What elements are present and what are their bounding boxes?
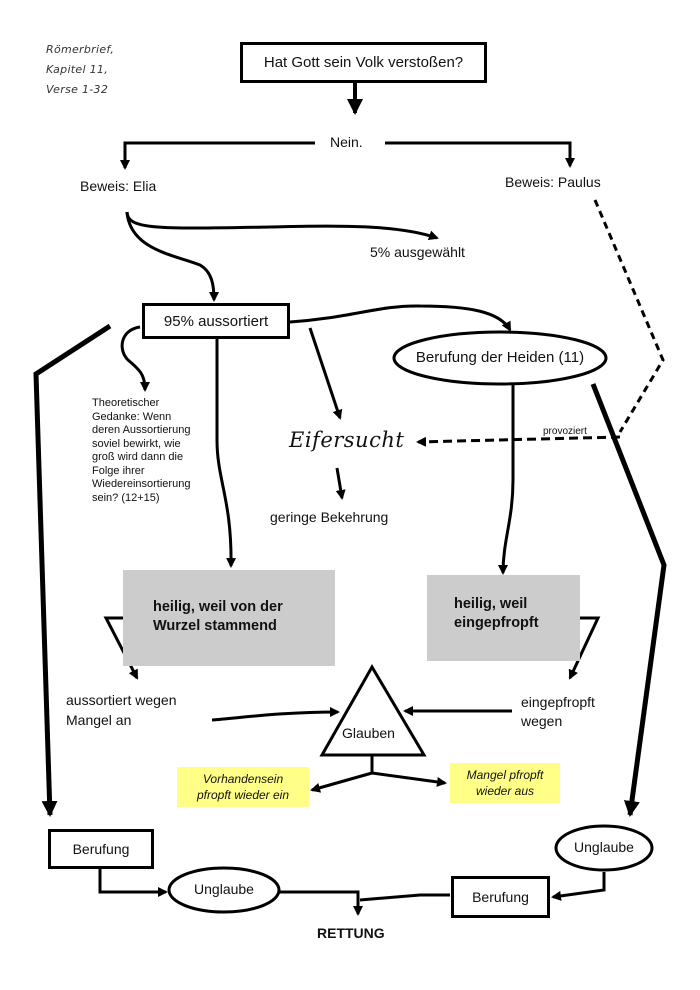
presence-grafts-line: pfropft wieder ein xyxy=(196,788,290,802)
calling-gentiles-ellipse xyxy=(392,330,608,386)
arrow-lack-to-faith xyxy=(211,707,340,722)
selected-label: 5% ausgewählt xyxy=(370,244,465,260)
sorted-out-because: aussortiert wegen Mangel an xyxy=(66,690,177,730)
lack-removes-line: wieder aus xyxy=(475,784,535,798)
grafted-because-line: wegen xyxy=(521,713,563,729)
holy-grafted-line: eingepfropft xyxy=(454,615,539,631)
theory-line: Theoretischer xyxy=(92,397,160,409)
theory-line: deren Aussortierung xyxy=(92,424,191,436)
calling-left-text: Berufung xyxy=(72,841,130,857)
holy-root-box: heilig, weil von der Wurzel stammend xyxy=(123,570,335,666)
presence-grafts-note: Vorhandensein pfropft wieder ein xyxy=(177,767,309,807)
source-note-line3: Verse 1-32 xyxy=(46,83,109,96)
grafted-because-line: eingepfropft xyxy=(521,694,595,710)
arrow-faith-to-lack xyxy=(371,771,447,787)
question-box: Hat Gott sein Volk verstoßen? xyxy=(240,42,487,83)
lack-removes-note: Mangel pfropft wieder aus xyxy=(450,763,560,803)
theory-line: Folge ihrer xyxy=(92,464,145,477)
arrow-sorted-to-theory xyxy=(120,325,150,392)
arrow-sorted-to-gentiles xyxy=(289,304,512,332)
question-text: Hat Gott sein Volk verstoßen? xyxy=(263,54,464,71)
arrow-calling-right-to-salvation xyxy=(359,893,450,902)
unbelief-right-label: Unglaube xyxy=(574,839,634,855)
branch-to-elia xyxy=(120,141,315,170)
proof-elia-label: Beweis: Elia xyxy=(80,178,157,194)
arrow-sorted-to-holy-root xyxy=(215,336,237,568)
theory-line: groß wird dann die xyxy=(92,451,184,463)
theory-line: Wiedereinsortierung xyxy=(92,478,191,490)
theory-line: sein? (12+15) xyxy=(92,491,160,504)
arrow-elia-to-sorted-out xyxy=(125,211,219,302)
lack-removes-line: Mangel pfropft xyxy=(466,768,544,782)
proof-paulus-label: Beweis: Paulus xyxy=(505,174,601,190)
holy-grafted-line: heilig, weil xyxy=(454,596,528,612)
arrow-sorted-to-jealousy xyxy=(308,327,343,420)
unbelief-left-label: Unglaube xyxy=(194,881,254,897)
sorted-out-box: 95% aussortiert xyxy=(142,303,290,339)
sorted-out-because-line: Mangel an xyxy=(66,712,132,728)
answer-label: Nein. xyxy=(330,134,363,150)
salvation-label: RETTUNG xyxy=(317,925,385,941)
dashed-paulus-to-jealousy xyxy=(593,199,665,433)
theoretical-thought: Theoretischer Gedanke: Wenn deren Aussor… xyxy=(92,397,190,505)
source-note-line2: Kapitel 11, xyxy=(46,63,109,76)
holy-root-line: Wurzel stammend xyxy=(153,618,277,634)
little-conversion-label: geringe Bekehrung xyxy=(270,509,389,525)
presence-grafts-line: Vorhandensein xyxy=(202,772,284,786)
arrow-unbelief-right-to-calling xyxy=(551,872,606,901)
faith-label: Glauben xyxy=(342,725,395,741)
theory-line: Gedanke: Wenn xyxy=(92,410,172,423)
calling-left-box: Berufung xyxy=(48,829,154,869)
arrow-gentiles-to-holy-grafted xyxy=(498,384,515,575)
calling-gentiles-label: Berufung der Heiden (11) xyxy=(415,349,585,366)
arrow-calling-left-to-unbelief xyxy=(98,866,168,897)
heavy-arrow-to-calling-left xyxy=(33,323,112,817)
heavy-arrow-to-unbelief-right xyxy=(590,383,667,817)
arrow-faith-to-presence xyxy=(310,771,373,793)
calling-right-text: Berufung xyxy=(472,889,529,905)
holy-grafted-box: heilig, weil eingepfropft xyxy=(427,575,580,661)
arrow-unbelief-to-salvation xyxy=(280,890,363,916)
holy-root-line: heilig, weil von der xyxy=(153,599,283,615)
calling-right-box: Berufung xyxy=(451,876,550,918)
dashed-provoked-arrow xyxy=(416,435,621,447)
unbelief-left-ellipse xyxy=(167,866,281,914)
provoked-label: provoziert xyxy=(543,426,587,437)
theory-line: soviel bewirkt, wie xyxy=(92,437,181,450)
unbelief-right-ellipse xyxy=(554,824,654,872)
branch-to-paulus xyxy=(385,141,575,168)
arrow-elia-to-selected xyxy=(125,211,439,241)
arrow-jealousy-to-conversion xyxy=(335,467,346,500)
source-note-line1: Römerbrief, xyxy=(46,43,115,56)
source-note: Römerbrief, Kapitel 11, Verse 1-32 xyxy=(46,40,114,100)
sorted-out-because-line: aussortiert wegen xyxy=(66,692,177,708)
sorted-out-text: 95% aussortiert xyxy=(163,312,269,330)
grafted-because: eingepfropft wegen xyxy=(521,693,595,731)
jealousy-label: Eifersucht xyxy=(289,428,405,452)
